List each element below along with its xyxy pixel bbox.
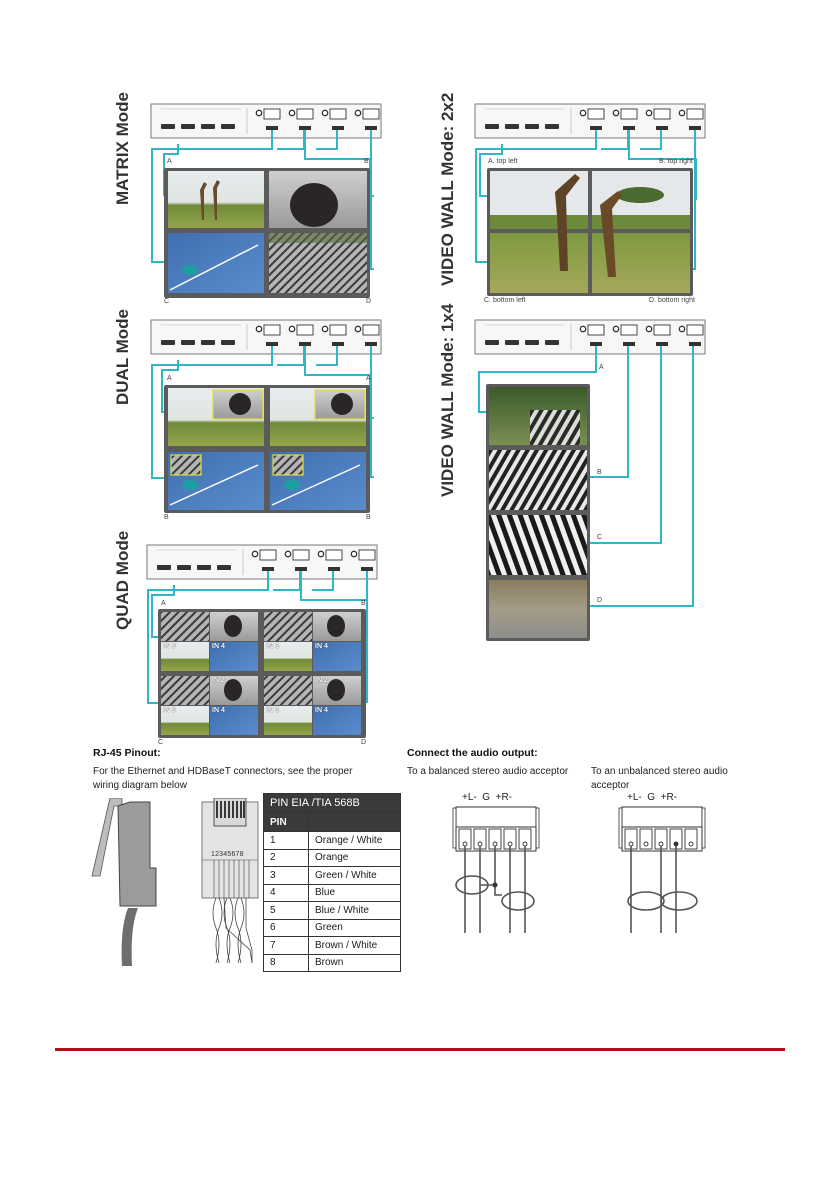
quad-in-label: IN 4 — [212, 643, 225, 650]
quad-in-label: IN 3 — [163, 643, 176, 650]
quad-in-label: IN 4 — [315, 643, 328, 650]
pin-color: Green — [308, 918, 401, 937]
quad-label-b: B — [361, 600, 366, 607]
audio-balanced-label: To a balanced stereo audio acceptor — [407, 766, 569, 777]
mode-diagrams — [146, 103, 706, 738]
videowall-2x2-device — [474, 103, 706, 139]
pin-color: Brown / White — [308, 936, 401, 955]
matrix-label-a: A — [167, 158, 172, 165]
table-col-header-pin: PIN — [263, 812, 309, 832]
rj45-description: For the Ethernet and HDBaseT connectors,… — [93, 766, 353, 791]
wall1x4-screen-2 — [489, 450, 587, 510]
pin-color: Brown — [308, 953, 401, 972]
wall1x4-screen-4 — [489, 580, 587, 638]
videowall-2x2-diagram — [474, 103, 706, 296]
matrix-label-d: D — [366, 298, 372, 305]
videowall-1x4-device — [474, 319, 706, 355]
quad-screen-d — [264, 676, 361, 735]
unbalanced-terminal-labels: +L- G +R- — [627, 792, 678, 803]
wall1x4-label-c: C — [597, 534, 603, 541]
pin-color: Blue — [308, 883, 401, 902]
pin-number: 7 — [263, 936, 309, 955]
quad-label-a: A — [161, 600, 166, 607]
pin-color: Orange / White — [308, 831, 401, 850]
pin-color: Blue / White — [308, 901, 401, 920]
dual-device — [150, 319, 382, 355]
dual-label-b-right: B — [366, 514, 371, 521]
wall2x2-label-a: A. top left — [488, 158, 518, 165]
quad-in-label: IN 2 — [212, 677, 225, 684]
pin-color: Green / White — [308, 866, 401, 885]
wall2x2-label-d: D. bottom right — [649, 297, 695, 304]
quad-in-label: IN 2 — [315, 677, 328, 684]
matrix-device — [150, 103, 382, 139]
wall1x4-label-a: A — [599, 364, 604, 371]
pin-number: 1 — [263, 831, 309, 850]
quad-in-label: IN 3 — [266, 707, 279, 714]
audio-heading: Connect the audio output: — [407, 747, 538, 759]
quad-screen-c — [161, 676, 258, 735]
matrix-label-b: B — [364, 158, 369, 165]
balanced-audio-wiring — [452, 806, 540, 933]
dual-label-b-left: B — [164, 514, 169, 521]
wall1x4-label-d: D — [597, 597, 603, 604]
quad-in-label: IN 4 — [315, 707, 328, 714]
wall2x2-label-c: C. bottom left — [484, 297, 526, 304]
quad-in-label: IN 4 — [212, 707, 225, 714]
pin-number: 8 — [263, 953, 309, 972]
quad-label-c: C — [158, 739, 164, 746]
rj45-pin-numbers: 12345678 — [211, 851, 244, 858]
wall1x4-label-b: B — [597, 469, 602, 476]
quad-screen-b — [264, 612, 361, 671]
pin-number: 3 — [263, 866, 309, 885]
matrix-label-c: C — [164, 298, 170, 305]
quad-label-d: D — [361, 739, 367, 746]
balanced-terminal-labels: +L- G +R- — [462, 792, 513, 803]
quad-in-label: IN 3 — [163, 707, 176, 714]
pin-number: 6 — [263, 918, 309, 937]
footer-divider — [55, 1048, 785, 1051]
quad-in-label: IN 3 — [266, 643, 279, 650]
pin-number: 5 — [263, 901, 309, 920]
rj45-plug-front-illustration — [201, 798, 259, 964]
videowall-1x4-diagram — [474, 319, 706, 641]
table-title: PIN EIA /TIA 568B — [263, 793, 401, 813]
dual-diagram — [150, 319, 382, 513]
dual-label-a-right: A — [366, 375, 371, 382]
wall2x2-screen-bottom-left — [490, 233, 588, 293]
rj45-heading: RJ-45 Pinout: — [93, 747, 161, 759]
unbalanced-audio-wiring — [618, 806, 706, 933]
quad-diagram — [146, 544, 378, 738]
dual-label-a-left: A — [167, 375, 172, 382]
rj45-plug-side-illustration — [91, 798, 157, 966]
matrix-diagram — [150, 103, 382, 298]
table-col-header-color — [308, 812, 401, 832]
pin-number: 2 — [263, 848, 309, 867]
wall2x2-label-b: B. top right — [659, 158, 693, 165]
wall1x4-screen-3 — [489, 515, 587, 575]
pin-color: Orange — [308, 848, 401, 867]
quad-screen-a — [161, 612, 258, 671]
audio-unbalanced-label: To an unbalanced stereo audio acceptor — [591, 766, 728, 791]
quad-device — [146, 544, 378, 580]
pin-number: 4 — [263, 883, 309, 902]
